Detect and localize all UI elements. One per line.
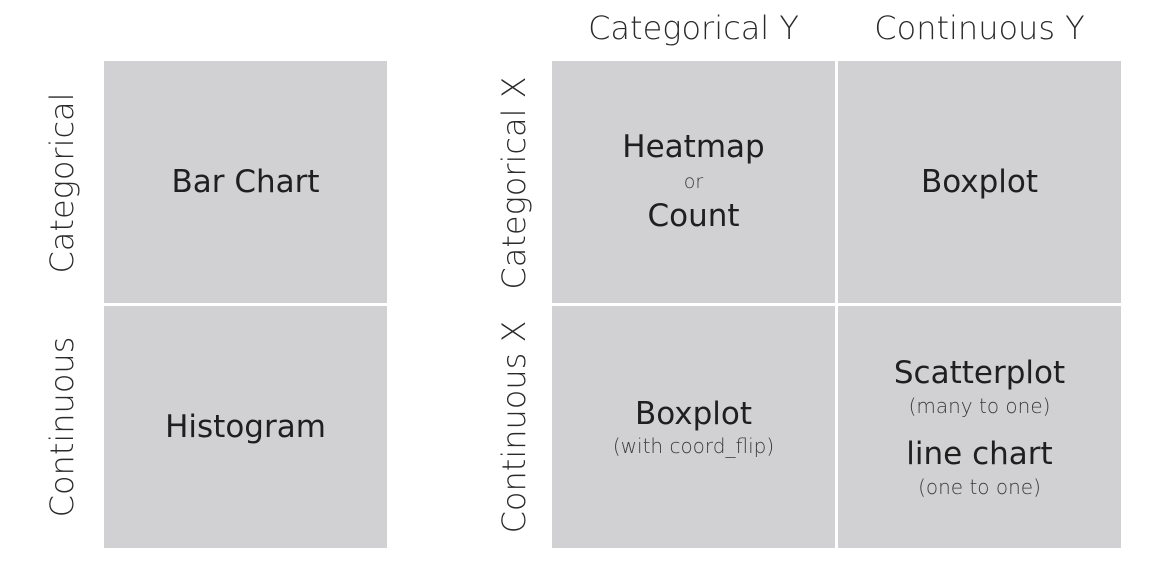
row-label-continuous-x: Continuous X [495,320,533,534]
cell-scatterplot-line-chart: Scatterplot (many to one) line chart (on… [838,306,1121,548]
cell-histogram: Histogram [104,306,387,548]
cell-title: Bar Chart [171,163,320,200]
cell-boxplot-coord-flip: Boxplot (with coord_flip) [552,306,835,548]
cell-title-count: Count [647,197,740,234]
cell-bar-chart: Bar Chart [104,61,387,303]
cell-title: Boxplot [634,395,753,432]
row-label-categorical: Categorical [43,92,81,274]
cell-title-scatterplot: Scatterplot [893,355,1066,392]
cell-title-heatmap: Heatmap [622,129,765,166]
row-label-continuous: Continuous [43,336,81,518]
row-label-categorical-x: Categorical X [495,76,533,290]
cell-title: Boxplot [920,163,1039,200]
cell-connector-or: or [683,171,704,194]
col-header-categorical-y: Categorical Y [588,9,799,47]
cell-boxplot: Boxplot [838,61,1121,303]
cell-title-line-chart: line chart [906,436,1053,472]
cell-heatmap-or-count: Heatmap or Count [552,61,835,303]
cell-note-one-to-one: (one to one) [918,474,1041,499]
cell-note: (with coord_flip) [612,434,775,459]
col-header-continuous-y: Continuous Y [874,9,1085,47]
cell-title: Histogram [165,408,326,445]
cell-note-many-to-one: (many to one) [908,394,1051,418]
